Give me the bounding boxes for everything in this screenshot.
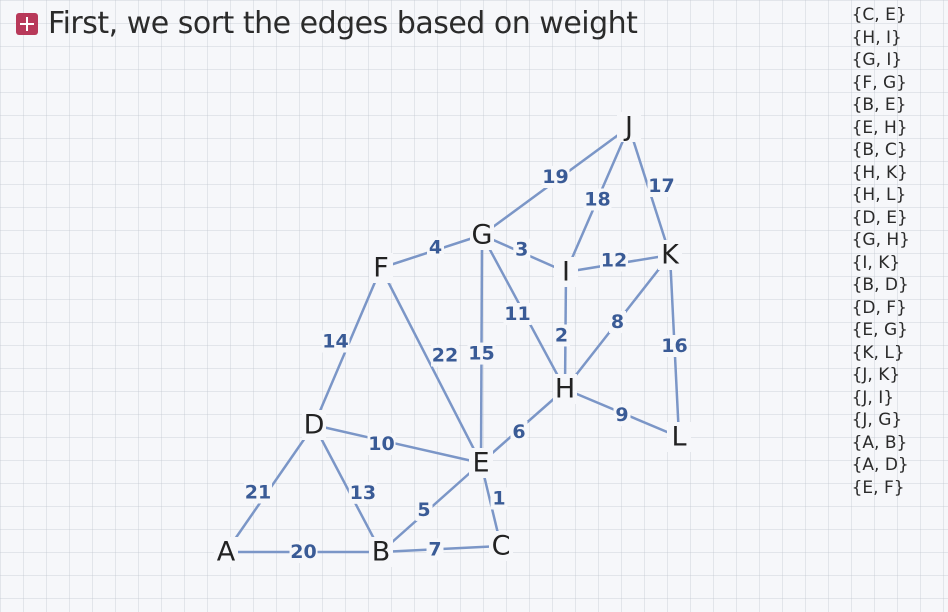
node-k: K [661, 240, 680, 271]
node-g: G [472, 220, 493, 251]
weight-background [583, 188, 612, 211]
sorted-edge-item: {E, F} [851, 477, 905, 498]
node-h: H [555, 374, 575, 405]
weight-background [510, 421, 528, 443]
sorted-edge-item: {K, L} [851, 342, 905, 363]
edge-weight-h-k: 8 [611, 311, 624, 333]
sorted-edge-item: {A, B} [851, 432, 908, 453]
sorted-edge-list: {C, E}{H, I}{G, I}{F, G}{B, E}{E, H}{B, … [852, 4, 910, 499]
sorted-edge-item: {J, K} [851, 365, 901, 385]
title-text: First, we sort the edges based on weight [48, 6, 638, 41]
sorted-edge-item: {H, K} [851, 162, 908, 183]
node-background [553, 374, 577, 404]
sorted-edge-item: {B, C} [851, 140, 908, 160]
weight-background [490, 487, 508, 510]
weight-background [367, 433, 396, 455]
node-background [302, 410, 326, 440]
node-c: C [492, 531, 511, 562]
weight-background [613, 404, 631, 426]
plus-square-icon [16, 12, 38, 35]
edge-weight-d-f: 14 [322, 331, 348, 353]
sorted-edge-item: {J, G} [851, 410, 903, 430]
edge-weight-g-i: 3 [515, 239, 528, 261]
sorted-edge-item: {F, G} [851, 72, 907, 93]
sorted-edge-item: {D, F} [851, 297, 907, 318]
edge-weight-a-d: 21 [245, 482, 271, 504]
weight-background [348, 481, 377, 504]
weight-background [600, 249, 628, 272]
edge-weight-g-j: 19 [542, 166, 568, 188]
node-e: E [472, 448, 489, 479]
weight-background [321, 330, 350, 353]
edge-weight-d-e: 10 [368, 433, 394, 455]
weight-background [503, 303, 532, 325]
edge-b-d [312, 424, 383, 553]
weights-layer: 20 21 7 13 5 1 10 14 22 15 6 4 11 3 19 2 8 9 18 12 17 16 [244, 166, 689, 563]
weight-background [244, 481, 272, 504]
edge-d-e [313, 423, 482, 465]
node-background [369, 537, 393, 567]
node-background [214, 537, 238, 567]
sorted-edge-item: {B, D} [851, 275, 909, 295]
node-f: F [373, 253, 389, 284]
edge-weight-e-g: 15 [468, 343, 494, 365]
edge-weight-f-g: 4 [429, 237, 442, 259]
edge-weight-b-c: 7 [428, 538, 441, 560]
node-background [489, 531, 513, 561]
weight-background [431, 344, 459, 367]
edge-weight-g-h: 11 [504, 303, 530, 325]
sorted-edge-item: {H, L} [851, 185, 907, 205]
sorted-edge-item: {E, G} [851, 320, 908, 340]
node-background [469, 448, 493, 478]
weight-background [427, 236, 444, 259]
weight-background [513, 238, 531, 261]
edge-weight-j-k: 17 [648, 175, 674, 197]
sorted-edge-item: {J, I} [851, 387, 895, 408]
slide-title: First, we sort the edges based on weight [16, 6, 638, 41]
node-b: B [372, 537, 391, 568]
node-l: L [671, 422, 686, 453]
weight-background [467, 342, 496, 365]
node-background [667, 422, 691, 452]
node-d: D [304, 410, 325, 441]
edge-weight-h-l: 9 [615, 404, 628, 426]
edge-weight-e-f: 22 [432, 345, 458, 367]
weight-background [415, 498, 433, 521]
edge-weight-a-b: 20 [290, 541, 316, 563]
weight-background [609, 311, 626, 333]
node-i: I [562, 257, 570, 288]
nodes-layer: A B C D E F G H I J K L [214, 112, 691, 568]
sorted-edge-item: {B, E} [851, 95, 907, 115]
node-j: J [623, 112, 633, 143]
edge-weight-b-e: 5 [417, 499, 430, 521]
sorted-edge-item: {C, E} [851, 5, 907, 25]
edge-weight-e-h: 6 [512, 421, 525, 443]
sorted-edge-item: {I, K} [851, 252, 901, 273]
node-background [554, 257, 578, 287]
sorted-edge-item: {G, I} [851, 50, 903, 70]
edge-weight-i-j: 18 [584, 189, 610, 211]
sorted-edge-item: {D, E} [851, 207, 908, 228]
weight-background [426, 538, 444, 561]
edge-weight-b-d: 13 [350, 482, 376, 504]
weight-background [541, 166, 570, 188]
node-background [658, 240, 682, 270]
sorted-edge-item: {G, H} [851, 230, 910, 250]
edge-weight-i-k: 12 [601, 250, 627, 272]
edge-weight-c-e: 1 [492, 488, 505, 510]
node-background [369, 253, 393, 283]
weight-background [660, 335, 689, 357]
weight-background [647, 175, 676, 197]
edge-weight-k-l: 16 [661, 335, 687, 357]
weight-background [553, 324, 570, 347]
node-background [470, 220, 494, 250]
sorted-edge-item: {A, D} [851, 455, 909, 475]
weight-background [289, 541, 318, 563]
sorted-edge-item: {E, H} [851, 117, 908, 138]
node-a: A [217, 537, 236, 568]
node-background [617, 112, 641, 142]
edge-weight-h-i: 2 [555, 325, 568, 347]
sorted-edge-item: {H, I} [851, 27, 902, 48]
